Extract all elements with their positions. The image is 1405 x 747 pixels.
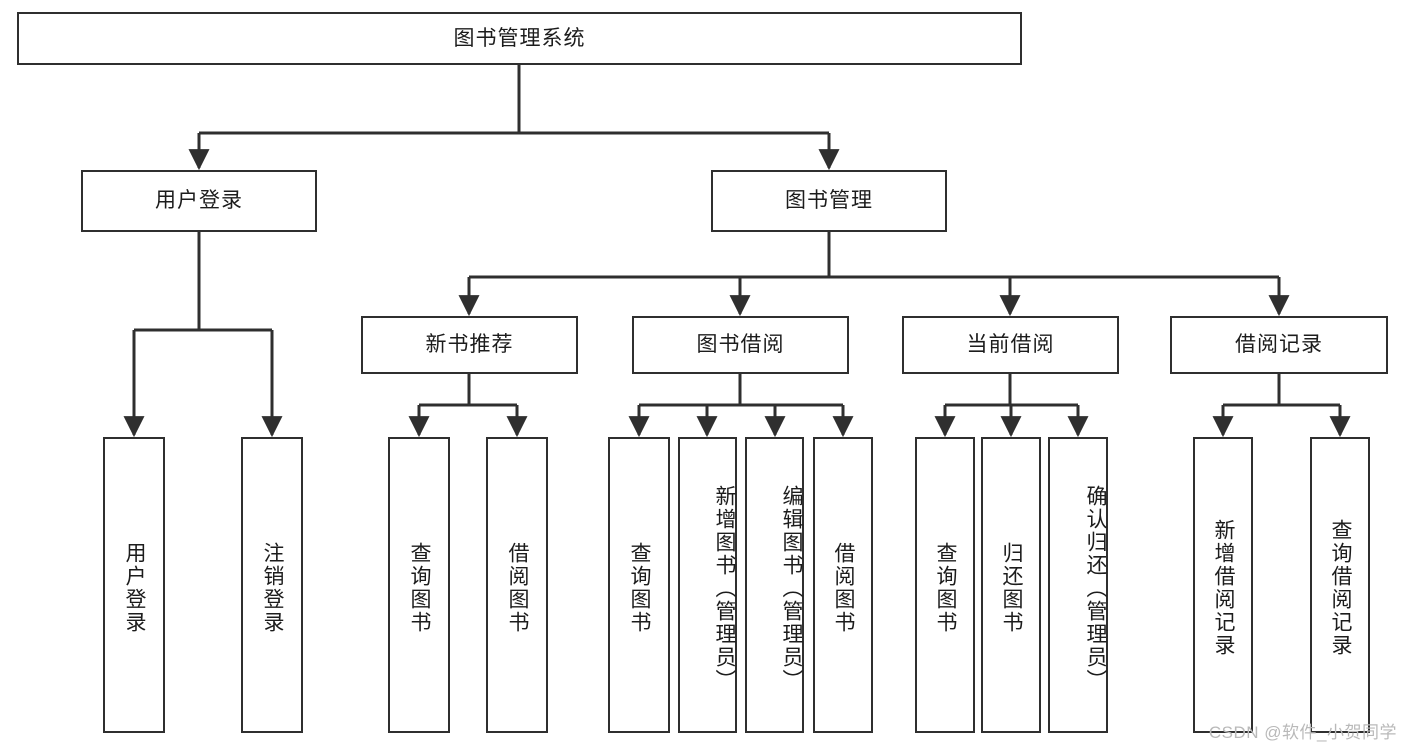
node-leaf-query-book-3-label: 查询图书 <box>934 542 958 634</box>
node-new-book-recommend[interactable]: 新书推荐 <box>361 316 578 374</box>
node-leaf-confirm-return-label: 确认归还（管理员） <box>1084 484 1107 692</box>
node-leaf-query-record[interactable]: 查询借阅记录 <box>1310 437 1370 733</box>
node-root[interactable]: 图书管理系统 <box>17 12 1022 65</box>
node-user-login[interactable]: 用户登录 <box>81 170 317 232</box>
node-book-management-label: 图书管理 <box>785 189 873 213</box>
node-leaf-logout-label: 注销登录 <box>261 542 285 634</box>
node-leaf-query-book-3[interactable]: 查询图书 <box>915 437 975 733</box>
node-leaf-borrow-book-1[interactable]: 借阅图书 <box>486 437 548 733</box>
node-borrow-record-label: 借阅记录 <box>1235 333 1323 357</box>
node-new-book-recommend-label: 新书推荐 <box>425 333 514 357</box>
node-leaf-logout[interactable]: 注销登录 <box>241 437 303 733</box>
node-leaf-add-book-admin-label: 新增图书（管理员） <box>713 484 736 692</box>
node-leaf-user-login[interactable]: 用户登录 <box>103 437 165 733</box>
node-leaf-query-book-1-label: 查询图书 <box>408 542 432 634</box>
node-borrow-record[interactable]: 借阅记录 <box>1170 316 1388 374</box>
node-leaf-borrow-book-1-label: 借阅图书 <box>506 542 530 634</box>
node-leaf-query-book-1[interactable]: 查询图书 <box>388 437 450 733</box>
node-leaf-query-record-label: 查询借阅记录 <box>1329 519 1353 657</box>
node-leaf-add-book-admin[interactable]: 新增图书（管理员） <box>678 437 737 733</box>
node-leaf-add-record[interactable]: 新增借阅记录 <box>1193 437 1253 733</box>
node-leaf-user-login-label: 用户登录 <box>123 542 147 634</box>
node-book-management[interactable]: 图书管理 <box>711 170 947 232</box>
node-leaf-confirm-return[interactable]: 确认归还（管理员） <box>1048 437 1108 733</box>
node-leaf-return-book[interactable]: 归还图书 <box>981 437 1041 733</box>
node-current-borrow[interactable]: 当前借阅 <box>902 316 1119 374</box>
node-leaf-query-book-2-label: 查询图书 <box>628 542 652 634</box>
node-book-borrow-label: 图书借阅 <box>696 333 785 357</box>
node-book-borrow[interactable]: 图书借阅 <box>632 316 849 374</box>
node-leaf-edit-book-admin[interactable]: 编辑图书（管理员） <box>745 437 804 733</box>
node-root-label: 图书管理系统 <box>453 26 586 50</box>
node-leaf-borrow-book-2[interactable]: 借阅图书 <box>813 437 873 733</box>
node-leaf-query-book-2[interactable]: 查询图书 <box>608 437 670 733</box>
node-leaf-add-record-label: 新增借阅记录 <box>1212 519 1236 657</box>
node-leaf-edit-book-admin-label: 编辑图书（管理员） <box>780 484 803 692</box>
node-current-borrow-label: 当前借阅 <box>966 333 1055 357</box>
watermark: CSDN @软件_小贺同学 <box>1208 723 1397 742</box>
node-user-login-label: 用户登录 <box>155 189 243 213</box>
node-leaf-return-book-label: 归还图书 <box>1000 542 1024 634</box>
node-leaf-borrow-book-2-label: 借阅图书 <box>832 542 856 634</box>
